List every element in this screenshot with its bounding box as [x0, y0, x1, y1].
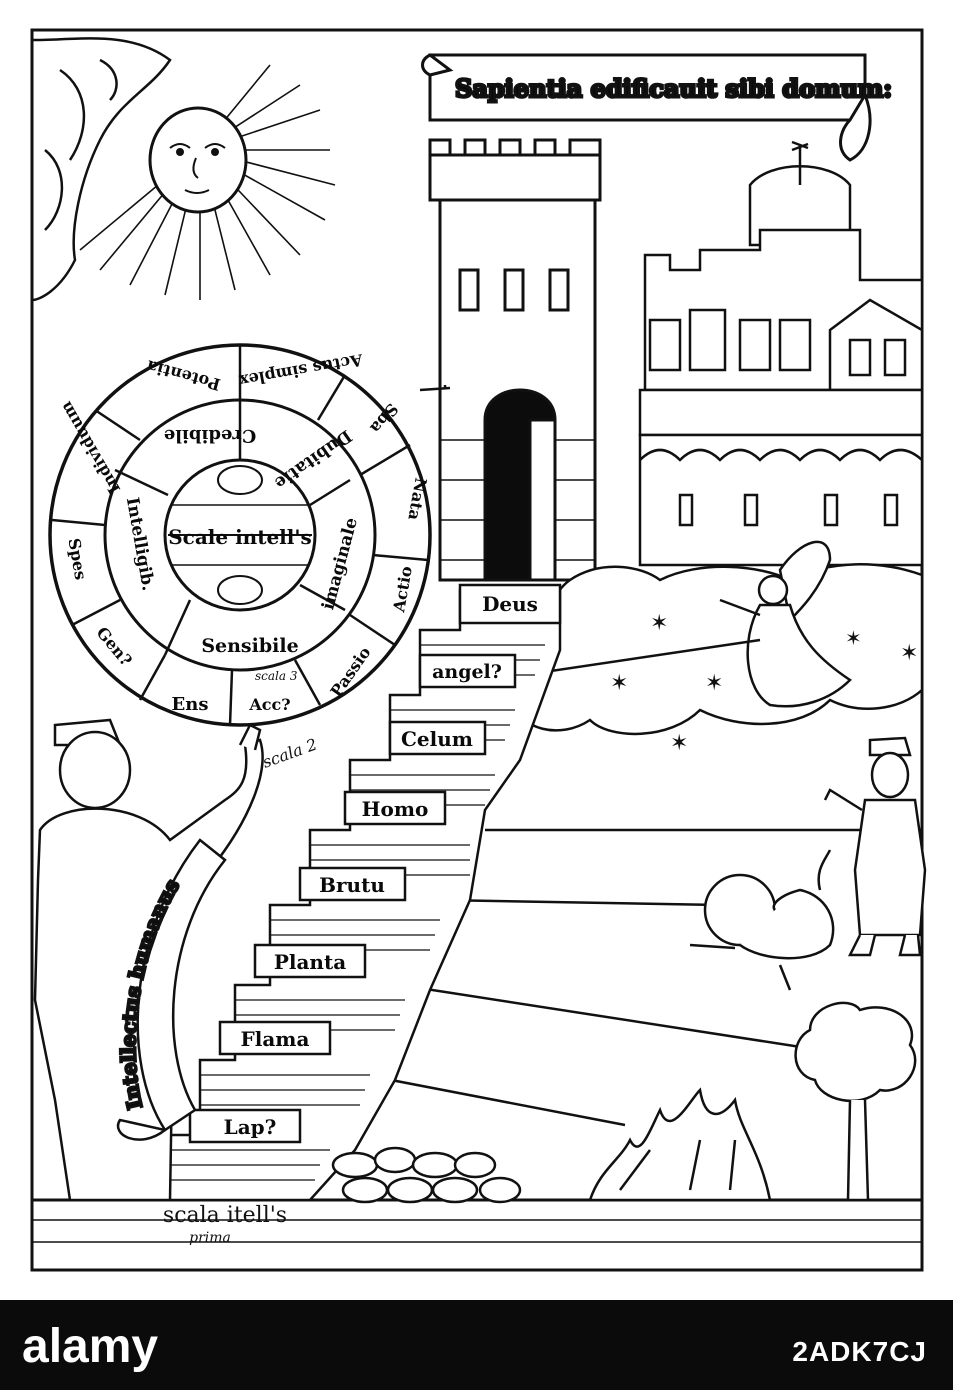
cloud-top-left [31, 37, 172, 302]
step-label: Homo [362, 797, 429, 821]
scala-wheel [48, 343, 432, 727]
wheel-inner-label: Credibile [164, 425, 256, 446]
wheel-inner-label: Sensibile [201, 635, 298, 657]
alamy-logo-icon: alamy [22, 1320, 158, 1373]
angel-figure [719, 540, 852, 708]
woodcut-illustration: Sapientia edificauit sibi domum: [30, 28, 927, 1272]
standing-man-figure [823, 736, 927, 957]
wheel-outer-label: Ens [172, 694, 209, 715]
scholar-scroll: Intellectus humanus [115, 838, 227, 1141]
wheel-inner-note: scala 3 [255, 669, 298, 683]
base-label: scala itell's [163, 1203, 287, 1228]
star-icon: ✶ [650, 611, 668, 636]
castle-tower [428, 138, 602, 582]
banner-scroll: Sapientia edificauit sibi domum: [421, 53, 894, 162]
stones [331, 1146, 522, 1204]
step-labels: Deus angel? Celum Homo Brutu Planta Flam… [224, 592, 538, 1139]
step-label: Deus [482, 592, 538, 616]
watermark-band [0, 1300, 953, 1390]
star-icon: ✶ [670, 731, 688, 756]
step-label: Flama [241, 1027, 310, 1051]
star-icon: ✶ [705, 671, 723, 696]
step-label: Planta [274, 950, 346, 974]
wheel-outer-label: Acc? [248, 695, 290, 714]
staircase [158, 583, 562, 1202]
svg-text:alamy: alamy [22, 1320, 158, 1373]
star-icon: ✶ [845, 626, 862, 650]
wheel-pointer-note: scala 2 [260, 735, 320, 772]
tree-figure [794, 1001, 917, 1202]
fire-figure [588, 1087, 772, 1202]
base-label-small: prima [189, 1230, 231, 1246]
step-label: Celum [401, 727, 473, 751]
step-label: angel? [432, 661, 502, 683]
palace [638, 140, 924, 567]
cloud-bank: ✶ ✶ ✶ ✶ ✶ ✶ ✶ [502, 563, 924, 756]
lion-figure [689, 849, 835, 991]
alamy-logo: alamy [18, 1318, 248, 1374]
step-label: Brutu [319, 873, 385, 897]
hierarchy-lines [364, 385, 922, 1127]
image-id: 2ADK7CJ [792, 1336, 927, 1367]
wheel-center-label: Scale intell's [168, 525, 312, 549]
star-icon: ✶ [610, 671, 628, 696]
step-label: Lap? [224, 1115, 277, 1139]
star-icon: ✶ [900, 641, 918, 666]
banner-text: Sapientia edificauit sibi domum: [455, 74, 892, 103]
sun-face-icon [79, 64, 336, 300]
